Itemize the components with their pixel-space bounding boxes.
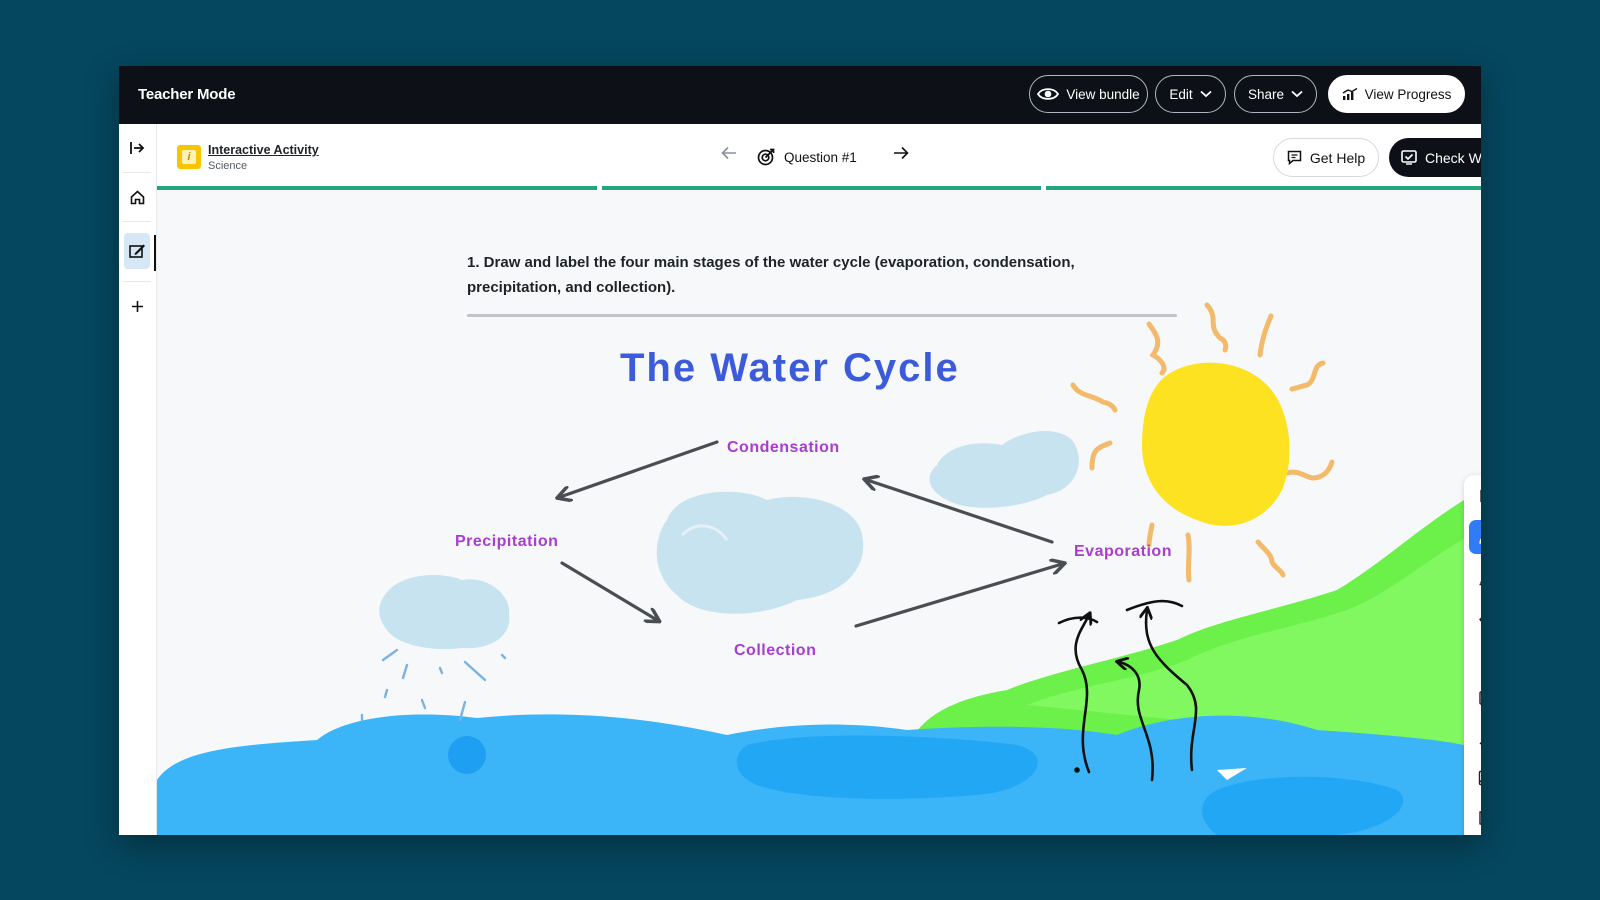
arrow-left-icon <box>721 146 736 160</box>
left-sidebar <box>119 124 157 835</box>
active-indicator <box>154 235 156 271</box>
get-help-button[interactable]: Get Help <box>1273 138 1379 177</box>
drawing-layer: The Water Cycle Condensation Precipitati… <box>157 302 1481 835</box>
next-question-button[interactable] <box>893 146 909 165</box>
edit-board-icon <box>128 244 145 258</box>
sun-drawing <box>1070 302 1335 583</box>
image-tool[interactable] <box>1469 761 1481 795</box>
pencil-icon <box>1479 538 1481 544</box>
activity-icon-letter: i <box>182 150 196 164</box>
chat-icon <box>1287 150 1302 165</box>
line-tool[interactable] <box>1469 721 1481 755</box>
bar-chart-icon <box>1342 87 1357 100</box>
highlighter-icon <box>1479 580 1481 586</box>
evaporation-arrows-drawing <box>1057 599 1198 782</box>
drawing-title: The Water Cycle <box>620 346 960 390</box>
check-work-label: Check Work <box>1425 149 1481 166</box>
sidebar-item-activity[interactable] <box>124 233 150 269</box>
grass-drawing <box>907 490 1481 790</box>
text-tool[interactable] <box>1469 641 1481 675</box>
activity-header: i Interactive Activity Science Question … <box>157 124 1481 190</box>
sticky-note-icon <box>1479 811 1481 825</box>
square-icon <box>1479 691 1481 705</box>
view-bundle-button[interactable]: View bundle <box>1029 75 1148 113</box>
rectangle-tool[interactable] <box>1469 681 1481 715</box>
sidebar-divider <box>123 221 151 222</box>
cursor-icon <box>1480 489 1481 503</box>
image-icon <box>1478 770 1481 786</box>
text-icon <box>1478 650 1481 666</box>
cloud-drawing <box>379 430 1079 650</box>
get-help-label: Get Help <box>1309 149 1366 166</box>
eraser-icon <box>1479 617 1481 622</box>
drawing-toolbar <box>1464 475 1481 835</box>
label-precipitation: Precipitation <box>455 533 558 550</box>
mode-title: Teacher Mode <box>138 86 236 103</box>
app-window: Teacher Mode View bundle Edit Share View… <box>119 66 1481 835</box>
question-text: 1. Draw and label the four main stages o… <box>467 254 1075 296</box>
home-icon <box>130 189 144 204</box>
plus-icon <box>131 300 143 312</box>
label-evaporation: Evaporation <box>1074 543 1172 560</box>
check-work-button[interactable]: Check Work <box>1389 138 1481 177</box>
select-tool[interactable] <box>1469 480 1481 514</box>
edit-label: Edit <box>1169 86 1193 102</box>
label-collection: Collection <box>734 642 816 659</box>
answer-underline <box>467 314 1177 317</box>
eye-icon <box>1037 88 1060 100</box>
chevron-down-icon <box>1200 90 1212 98</box>
progress-segment <box>1046 186 1481 190</box>
question-label: Question #1 <box>784 149 857 165</box>
line-icon <box>1479 742 1481 745</box>
check-board-icon <box>1401 150 1417 165</box>
sidebar-item-home[interactable] <box>124 182 150 212</box>
view-bundle-label: View bundle <box>1066 86 1140 102</box>
progress-segment <box>157 186 597 190</box>
target-icon <box>757 148 775 166</box>
view-progress-label: View Progress <box>1364 86 1452 102</box>
label-condensation: Condensation <box>727 439 840 456</box>
view-progress-button[interactable]: View Progress <box>1328 75 1465 113</box>
question-selector[interactable]: Question #1 <box>757 142 857 172</box>
sidebar-divider <box>123 281 151 282</box>
edit-menu-button[interactable]: Edit <box>1155 75 1226 113</box>
highlighter-tool[interactable] <box>1469 561 1481 595</box>
progress-segment <box>602 186 1041 190</box>
share-label: Share <box>1247 86 1285 102</box>
arrow-right-icon <box>894 146 909 160</box>
expand-sidebar-button[interactable] <box>124 133 150 163</box>
activity-subject: Science <box>208 160 248 172</box>
rain-drawing <box>360 648 507 722</box>
top-bar: Teacher Mode View bundle Edit Share View… <box>119 66 1481 124</box>
cycle-arrows-drawing <box>560 440 1062 628</box>
chevron-down-icon <box>1291 90 1303 98</box>
share-menu-button[interactable]: Share <box>1234 75 1317 113</box>
drawing-canvas[interactable]: The Water Cycle Condensation Precipitati… <box>157 190 1481 835</box>
sidebar-divider <box>123 172 151 173</box>
activity-title[interactable]: Interactive Activity <box>208 143 319 157</box>
previous-question-button[interactable] <box>721 146 737 165</box>
activity-icon: i <box>177 145 201 169</box>
expand-panel-icon <box>130 142 145 154</box>
sticky-note-tool[interactable] <box>1469 801 1481 835</box>
pen-tool[interactable] <box>1469 520 1481 554</box>
eraser-tool[interactable] <box>1469 601 1481 635</box>
add-item-button[interactable] <box>124 291 150 321</box>
water-drawing <box>157 714 1481 835</box>
